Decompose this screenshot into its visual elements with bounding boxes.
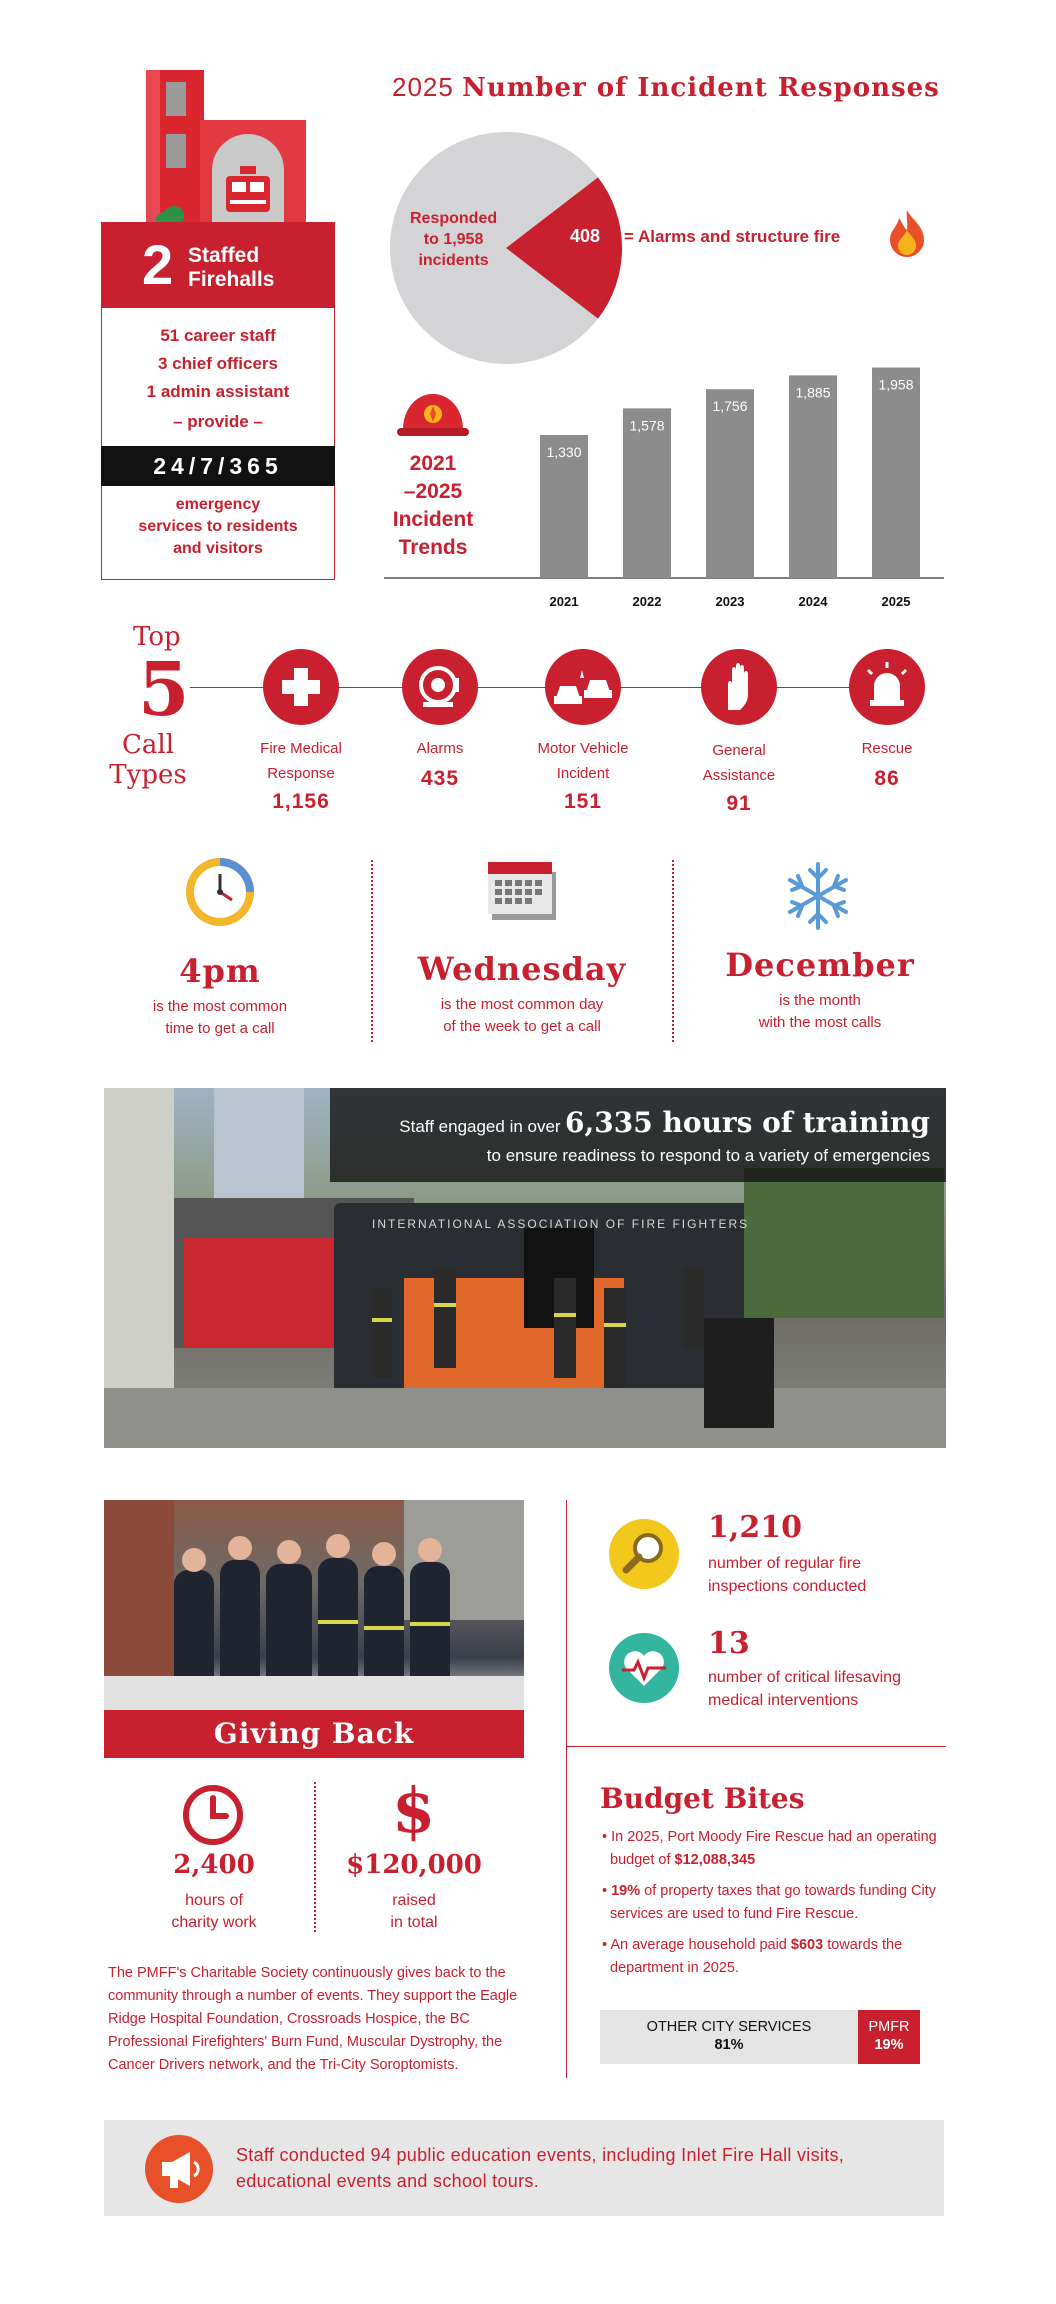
- trend-year-label: 2021: [550, 594, 579, 609]
- dollar-icon: $: [392, 1774, 436, 1847]
- trend-value-label: 1,578: [629, 417, 664, 433]
- right-column-divider: [566, 1500, 567, 2078]
- alarm-bell-icon: [402, 649, 478, 725]
- pie-highlight-value: 408: [570, 226, 601, 246]
- trend-bar-2025: [872, 367, 920, 578]
- trend-value-label: 1,756: [712, 398, 747, 414]
- call-type-rescue: Rescue 86: [861, 740, 913, 790]
- medical-desc: number of critical lifesaving medical in…: [708, 1669, 901, 1709]
- common-time-desc: is the most common time to get a call: [152, 998, 288, 1037]
- helping-hand-icon: [701, 649, 777, 725]
- budget-list: In 2025, Port Moody Fire Rescue had an o…: [600, 1826, 940, 1988]
- trend-year-label: 2024: [799, 594, 829, 609]
- heartbeat-icon: [609, 1633, 679, 1703]
- stats-divider-2: [672, 860, 674, 1042]
- fire-flame-icon: [890, 210, 924, 257]
- training-photo: INTERNATIONAL ASSOCIATION OF FIRE FIGHTE…: [104, 1088, 946, 1448]
- staff-lines: 51 career staff 3 chief officers 1 admin…: [146, 326, 290, 401]
- right-column-hdivider: [566, 1746, 946, 1747]
- amount-raised: $120,000: [346, 1850, 482, 1880]
- top-label: Top: [133, 622, 181, 652]
- trend-value-label: 1,958: [878, 377, 913, 393]
- clock-icon: [186, 858, 254, 926]
- medical-count: 13: [708, 1626, 750, 1661]
- pie-responded-label: Responded to 1,958 incidents: [410, 210, 498, 269]
- medical-cross-icon: [263, 649, 339, 725]
- inspections-desc: number of regular fire inspections condu…: [708, 1555, 867, 1595]
- training-banner: [330, 1088, 946, 1182]
- trend-bar-2022: [623, 408, 671, 578]
- common-time: 4pm: [179, 952, 261, 990]
- stats-divider-1: [371, 860, 373, 1042]
- siren-icon: [849, 649, 925, 725]
- call-type-motor-vehicle: Motor Vehicle Incident 151: [537, 740, 629, 813]
- budget-pmfr-share: PMFR 19%: [858, 2010, 920, 2064]
- provide-label: – provide –: [173, 412, 263, 431]
- call-types-label: Call Types: [109, 730, 187, 790]
- fire-helmet-icon: [397, 394, 469, 436]
- trend-year-label: 2025: [882, 594, 911, 609]
- services-text: emergency services to residents and visi…: [138, 496, 298, 557]
- common-day: Wednesday: [417, 950, 627, 988]
- trend-value-label: 1,885: [795, 384, 830, 400]
- car-crash-icon: [545, 649, 621, 725]
- trend-bar-2023: [706, 389, 754, 578]
- trend-bar-2021: [540, 435, 588, 578]
- firehall-count: 2: [142, 233, 174, 296]
- busiest-month: December: [725, 946, 915, 984]
- incident-trend-chart: 1,330 2021 1,578 2022 1,756 2023 1,885 2024 1,95…: [384, 367, 944, 609]
- pie-highlight-label: = Alarms and structure fire: [624, 227, 841, 246]
- training-subline: to ensure readiness to respond to a vari…: [486, 1146, 930, 1165]
- education-banner: [104, 2120, 944, 2216]
- magnifier-icon: [609, 1519, 679, 1589]
- charity-paragraph: The PMFF's Charitable Society continuous…: [108, 1965, 518, 2073]
- common-day-desc: is the most common day of the week to ge…: [440, 996, 604, 1035]
- call-type-alarms: Alarms 435: [416, 740, 464, 790]
- firehall-title: Staffed Firehalls: [188, 244, 275, 291]
- budget-title: Budget Bites: [600, 1782, 805, 1815]
- charity-hours-desc: hours of charity work: [171, 1892, 257, 1931]
- budget-item: 19% of property taxes that go towards fu…: [600, 1880, 940, 1926]
- education-text: Staff conducted 94 public education even…: [236, 2145, 845, 2191]
- calendar-icon: [488, 862, 556, 920]
- amount-raised-desc: raised in total: [390, 1892, 438, 1931]
- giving-back-photo: [104, 1500, 524, 1710]
- budget-item: In 2025, Port Moody Fire Rescue had an o…: [600, 1826, 940, 1872]
- truck-side-text: INTERNATIONAL ASSOCIATION OF FIRE FIGHTE…: [372, 1217, 749, 1231]
- firehall-illustration: [146, 70, 306, 228]
- snowflake-icon: [788, 862, 848, 930]
- trend-bar-2024: [789, 375, 837, 578]
- trend-title: 2021 –2025 Incident Trends: [392, 452, 474, 559]
- training-photo-scene: INTERNATIONAL ASSOCIATION OF FIRE FIGHTE…: [104, 1088, 946, 1448]
- training-headline: Staff engaged in over 6,335 hours of tra…: [399, 1106, 930, 1139]
- trend-value-label: 1,330: [546, 444, 581, 460]
- incident-pie-chart: [390, 132, 622, 364]
- call-type-medical: Fire Medical Response 1,156: [260, 740, 342, 813]
- call-type-general-assistance: General Assistance 91: [702, 742, 776, 815]
- availability-bar: 24/7/365: [101, 446, 335, 486]
- top-number: 5: [138, 647, 190, 733]
- budget-other-services: OTHER CITY SERVICES 81%: [600, 2010, 858, 2064]
- busiest-month-desc: is the month with the most calls: [758, 992, 882, 1031]
- giving-back-title: Giving Back: [104, 1710, 524, 1758]
- budget-item: An average household paid $603 towards t…: [600, 1934, 940, 1980]
- firehall-card-header: [101, 222, 335, 308]
- giving-back-photo-scene: [104, 1500, 524, 1710]
- pie-slice-highlight: [506, 177, 622, 319]
- charity-hours: 2,400: [173, 1850, 255, 1880]
- inspections-count: 1,210: [708, 1510, 802, 1545]
- trend-year-label: 2022: [633, 594, 662, 609]
- trend-year-label: 2023: [716, 594, 745, 609]
- incident-title: 2025 Number of Incident Responses: [392, 72, 940, 103]
- megaphone-icon: [145, 2135, 213, 2203]
- charity-divider: [314, 1782, 316, 1932]
- clock-outline-icon: [183, 1785, 243, 1845]
